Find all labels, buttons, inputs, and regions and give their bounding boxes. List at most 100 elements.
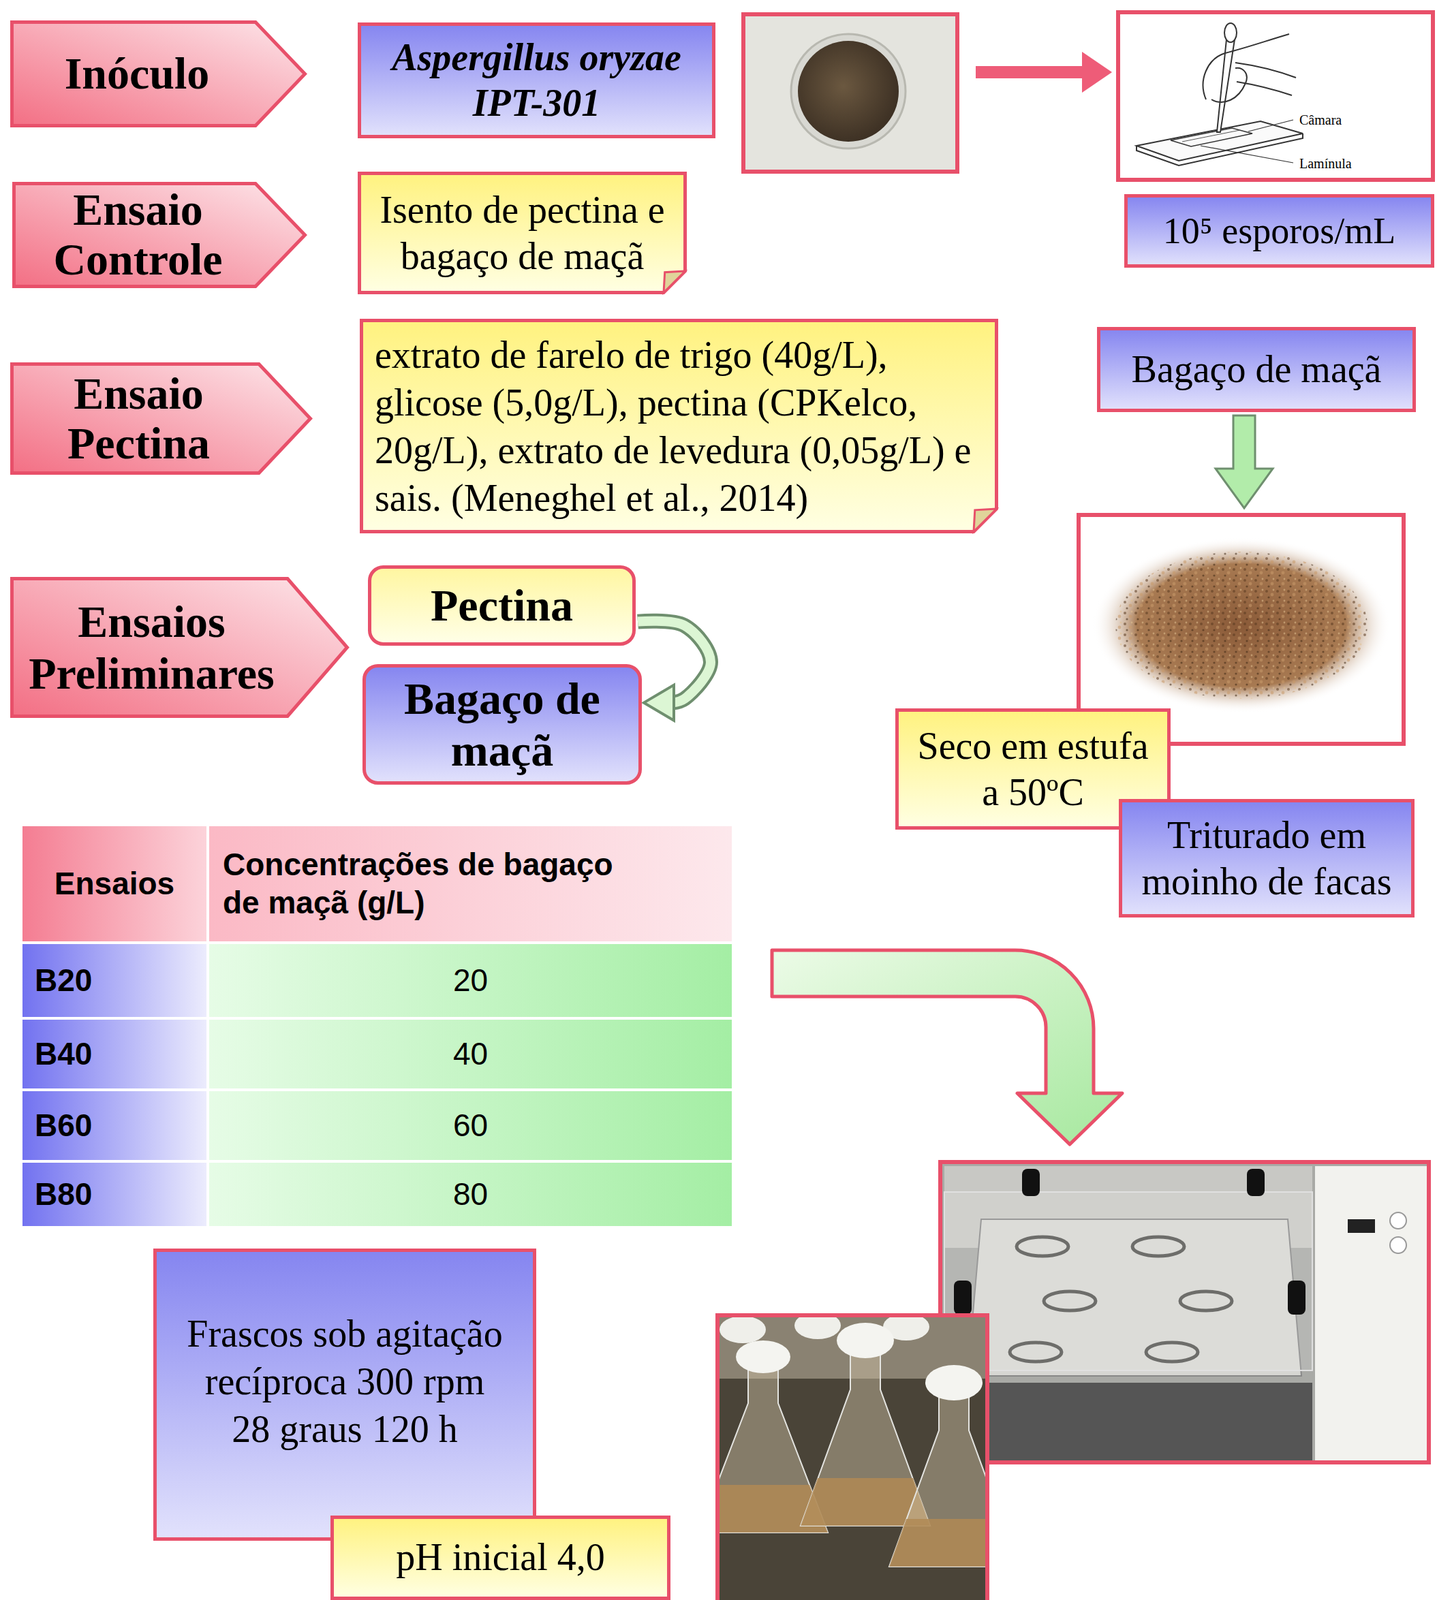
pomace-photo-part [1092, 537, 1391, 714]
box-text: Ensaio Controle [25, 185, 251, 285]
hemocytometer-drawing-part [1224, 23, 1237, 43]
box-text: Inóculo [64, 49, 210, 99]
shaker-photo-part [944, 1166, 1427, 1461]
hemocytometer-drawing-part [1170, 128, 1253, 147]
text-group: 10⁵ esporos/mL [1163, 209, 1396, 254]
down-arrow-part [1215, 415, 1273, 509]
box-shape [1099, 329, 1415, 411]
table-cell-box: 80 [209, 1163, 732, 1227]
table-cell-box: B40 [22, 1020, 207, 1089]
category-tag: Ensaios Preliminares [10, 577, 349, 719]
category-tag: Ensaio Controle [12, 181, 307, 289]
table-cell: B20 [34, 962, 92, 1000]
part-label: Lamínula [1299, 155, 1352, 172]
hemocytometer-drawing-part [1236, 81, 1292, 96]
category-tag: Inóculo [10, 20, 307, 128]
process-box: Triturado em moinho de facas [1118, 799, 1415, 918]
petri-dish-photo [743, 14, 958, 172]
flow-arrow [975, 51, 1112, 93]
table-header-box: Ensaios [22, 826, 207, 942]
shaker-photo-part [1132, 1237, 1185, 1257]
bent-arrow-part [771, 950, 1123, 1145]
note-shape [361, 320, 997, 533]
table-grid-part [22, 826, 207, 942]
shaker-photo-part [1022, 1169, 1040, 1197]
flask-photo-part [836, 1323, 894, 1359]
note-shape [359, 173, 686, 293]
text-group: pH inicial 4,0 [395, 1535, 605, 1581]
part-label-box: Câmara [1298, 109, 1387, 131]
text-group: Bagaço de maçã [372, 673, 632, 777]
shaker-photo-part [1389, 1212, 1407, 1230]
table-grid-part [209, 1163, 732, 1227]
box-shape [1126, 196, 1433, 267]
table-header: Concentrações de bagaço de maçã (g/L) [222, 846, 646, 922]
box-text: Triturado em moinho de facas [1130, 812, 1403, 906]
hemocytometer-drawing-part [1200, 145, 1294, 163]
condition-box: pH inicial 4,0 [330, 1516, 671, 1600]
concentration-box: 10⁵ esporos/mL [1124, 194, 1435, 268]
flask-photo-part [889, 1383, 986, 1568]
shaker-photo-part [1246, 1169, 1265, 1197]
shaker-photo-part [944, 1192, 1313, 1371]
category-tag: Ensaio Pectina [10, 362, 313, 475]
shaker-photo-part [953, 1280, 972, 1316]
table-grid-part [22, 1020, 207, 1089]
hemocytometer-drawing-part [1118, 12, 1433, 180]
table-cell: B40 [34, 1035, 92, 1074]
hemocytometer-drawing [1118, 12, 1433, 180]
shaker-photo-part [1389, 1237, 1407, 1254]
box-text: Pectina [430, 579, 574, 632]
table-grid-part [22, 1163, 207, 1227]
shaker-photo-part [1016, 1237, 1069, 1257]
box-text: pH inicial 4,0 [395, 1535, 605, 1581]
hemocytometer-drawing-part [1203, 34, 1290, 100]
box-shape [1120, 801, 1414, 917]
hemocytometer-drawing-part [1182, 130, 1241, 142]
table-grid [22, 826, 732, 1227]
text-group: Ensaio Controle [25, 185, 251, 285]
flask-photo-part [719, 1317, 766, 1344]
flask-photo-part [800, 1340, 931, 1527]
text-group: Frascos sob agitação recíproca 300 rpm 2… [183, 1310, 507, 1454]
table-grid-part [209, 944, 732, 1018]
box-shape [369, 567, 635, 645]
hemocytometer-drawing-part [1211, 68, 1247, 103]
table-header: Ensaios [54, 865, 175, 903]
part-label: Câmara [1299, 111, 1342, 129]
box-shape [359, 24, 715, 137]
note-box: Isento de pectina e bagaço de maçã [357, 171, 687, 295]
flask-photo-part [794, 1317, 841, 1340]
text-group: Ensaios Preliminares [15, 596, 288, 700]
text-group: Isento de pectina e bagaço de maçã [372, 186, 673, 281]
table-cell: B80 [34, 1176, 92, 1214]
box-text: Bagaço de maçã [372, 673, 632, 777]
box-text: Frascos sob agitação recíproca 300 rpm 2… [183, 1310, 507, 1454]
chevron-shape [12, 22, 306, 127]
text-group: Aspergillus oryzae IPT-301 [387, 34, 687, 127]
option-box: Pectina [367, 565, 636, 646]
text-group: Pectina [430, 579, 574, 632]
table-grid-part [22, 944, 207, 1018]
box-text: Isento de pectina e bagaço de maçã [372, 186, 673, 281]
bent-arrow [771, 950, 1123, 1145]
medium-note: extrato de farelo de trigo (40g/L), glic… [359, 318, 999, 534]
table-cell: B60 [34, 1107, 92, 1145]
flask-photo-part [719, 1317, 986, 1568]
shaker-photo-part [940, 1162, 1429, 1463]
condition-box: Frascos sob agitação recíproca 300 rpm 2… [153, 1248, 537, 1542]
box-text: Aspergillus oryzae IPT-301 [387, 34, 687, 127]
table-grid-part [22, 1091, 207, 1161]
table-cell: 20 [453, 962, 488, 1000]
flask-photo [698, 1312, 1019, 1600]
box-shape [155, 1250, 535, 1540]
petri-dish-photo-part [743, 14, 958, 172]
shaker-photo-part [1315, 1166, 1427, 1461]
material-box: Bagaço de maçã [1096, 327, 1416, 413]
table-grid-part [209, 1091, 732, 1161]
down-arrow [1215, 415, 1273, 509]
folded-corner [663, 271, 686, 293]
shaker-photo-part [944, 1383, 1313, 1461]
option-box: Bagaço de maçã [362, 664, 642, 785]
curved-arrow [637, 621, 711, 721]
